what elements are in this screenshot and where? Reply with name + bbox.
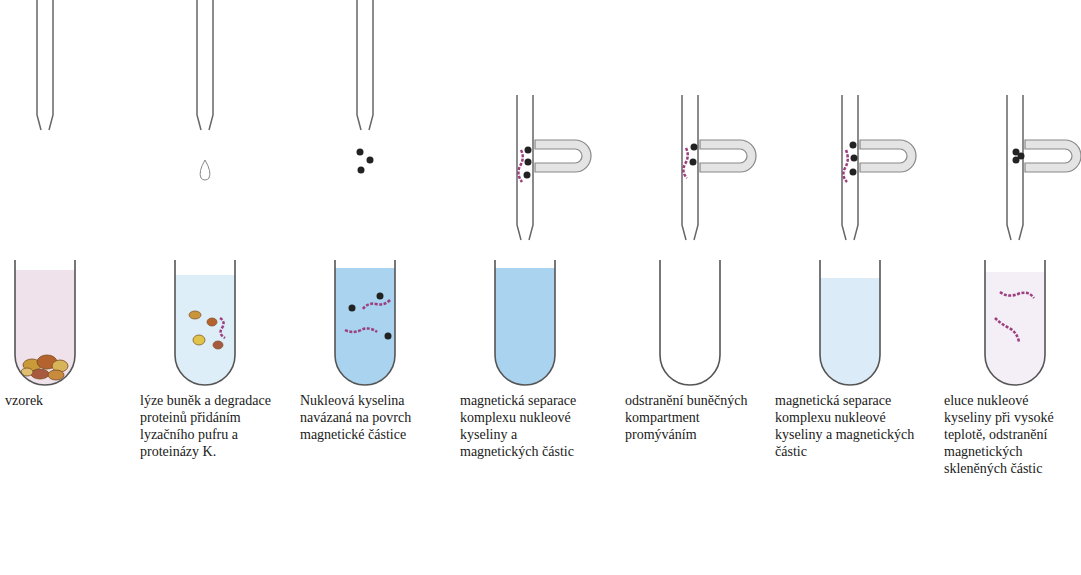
step-caption: lýze buněk a degradace proteinů přidáním…	[140, 392, 280, 460]
step-caption: magnetická separace komplexu nukleové ky…	[775, 392, 915, 460]
step-caption: Nukleová kyselina navázaná na povrch mag…	[300, 392, 425, 443]
step-caption: odstranění buněčných kompartment promývá…	[625, 392, 750, 443]
step-caption: magnetická separace komplexu nukleové ky…	[460, 392, 595, 460]
step-caption: vzorek	[5, 392, 130, 409]
step-caption: eluce nukleové kyseliny při vysoké teplo…	[944, 392, 1076, 477]
